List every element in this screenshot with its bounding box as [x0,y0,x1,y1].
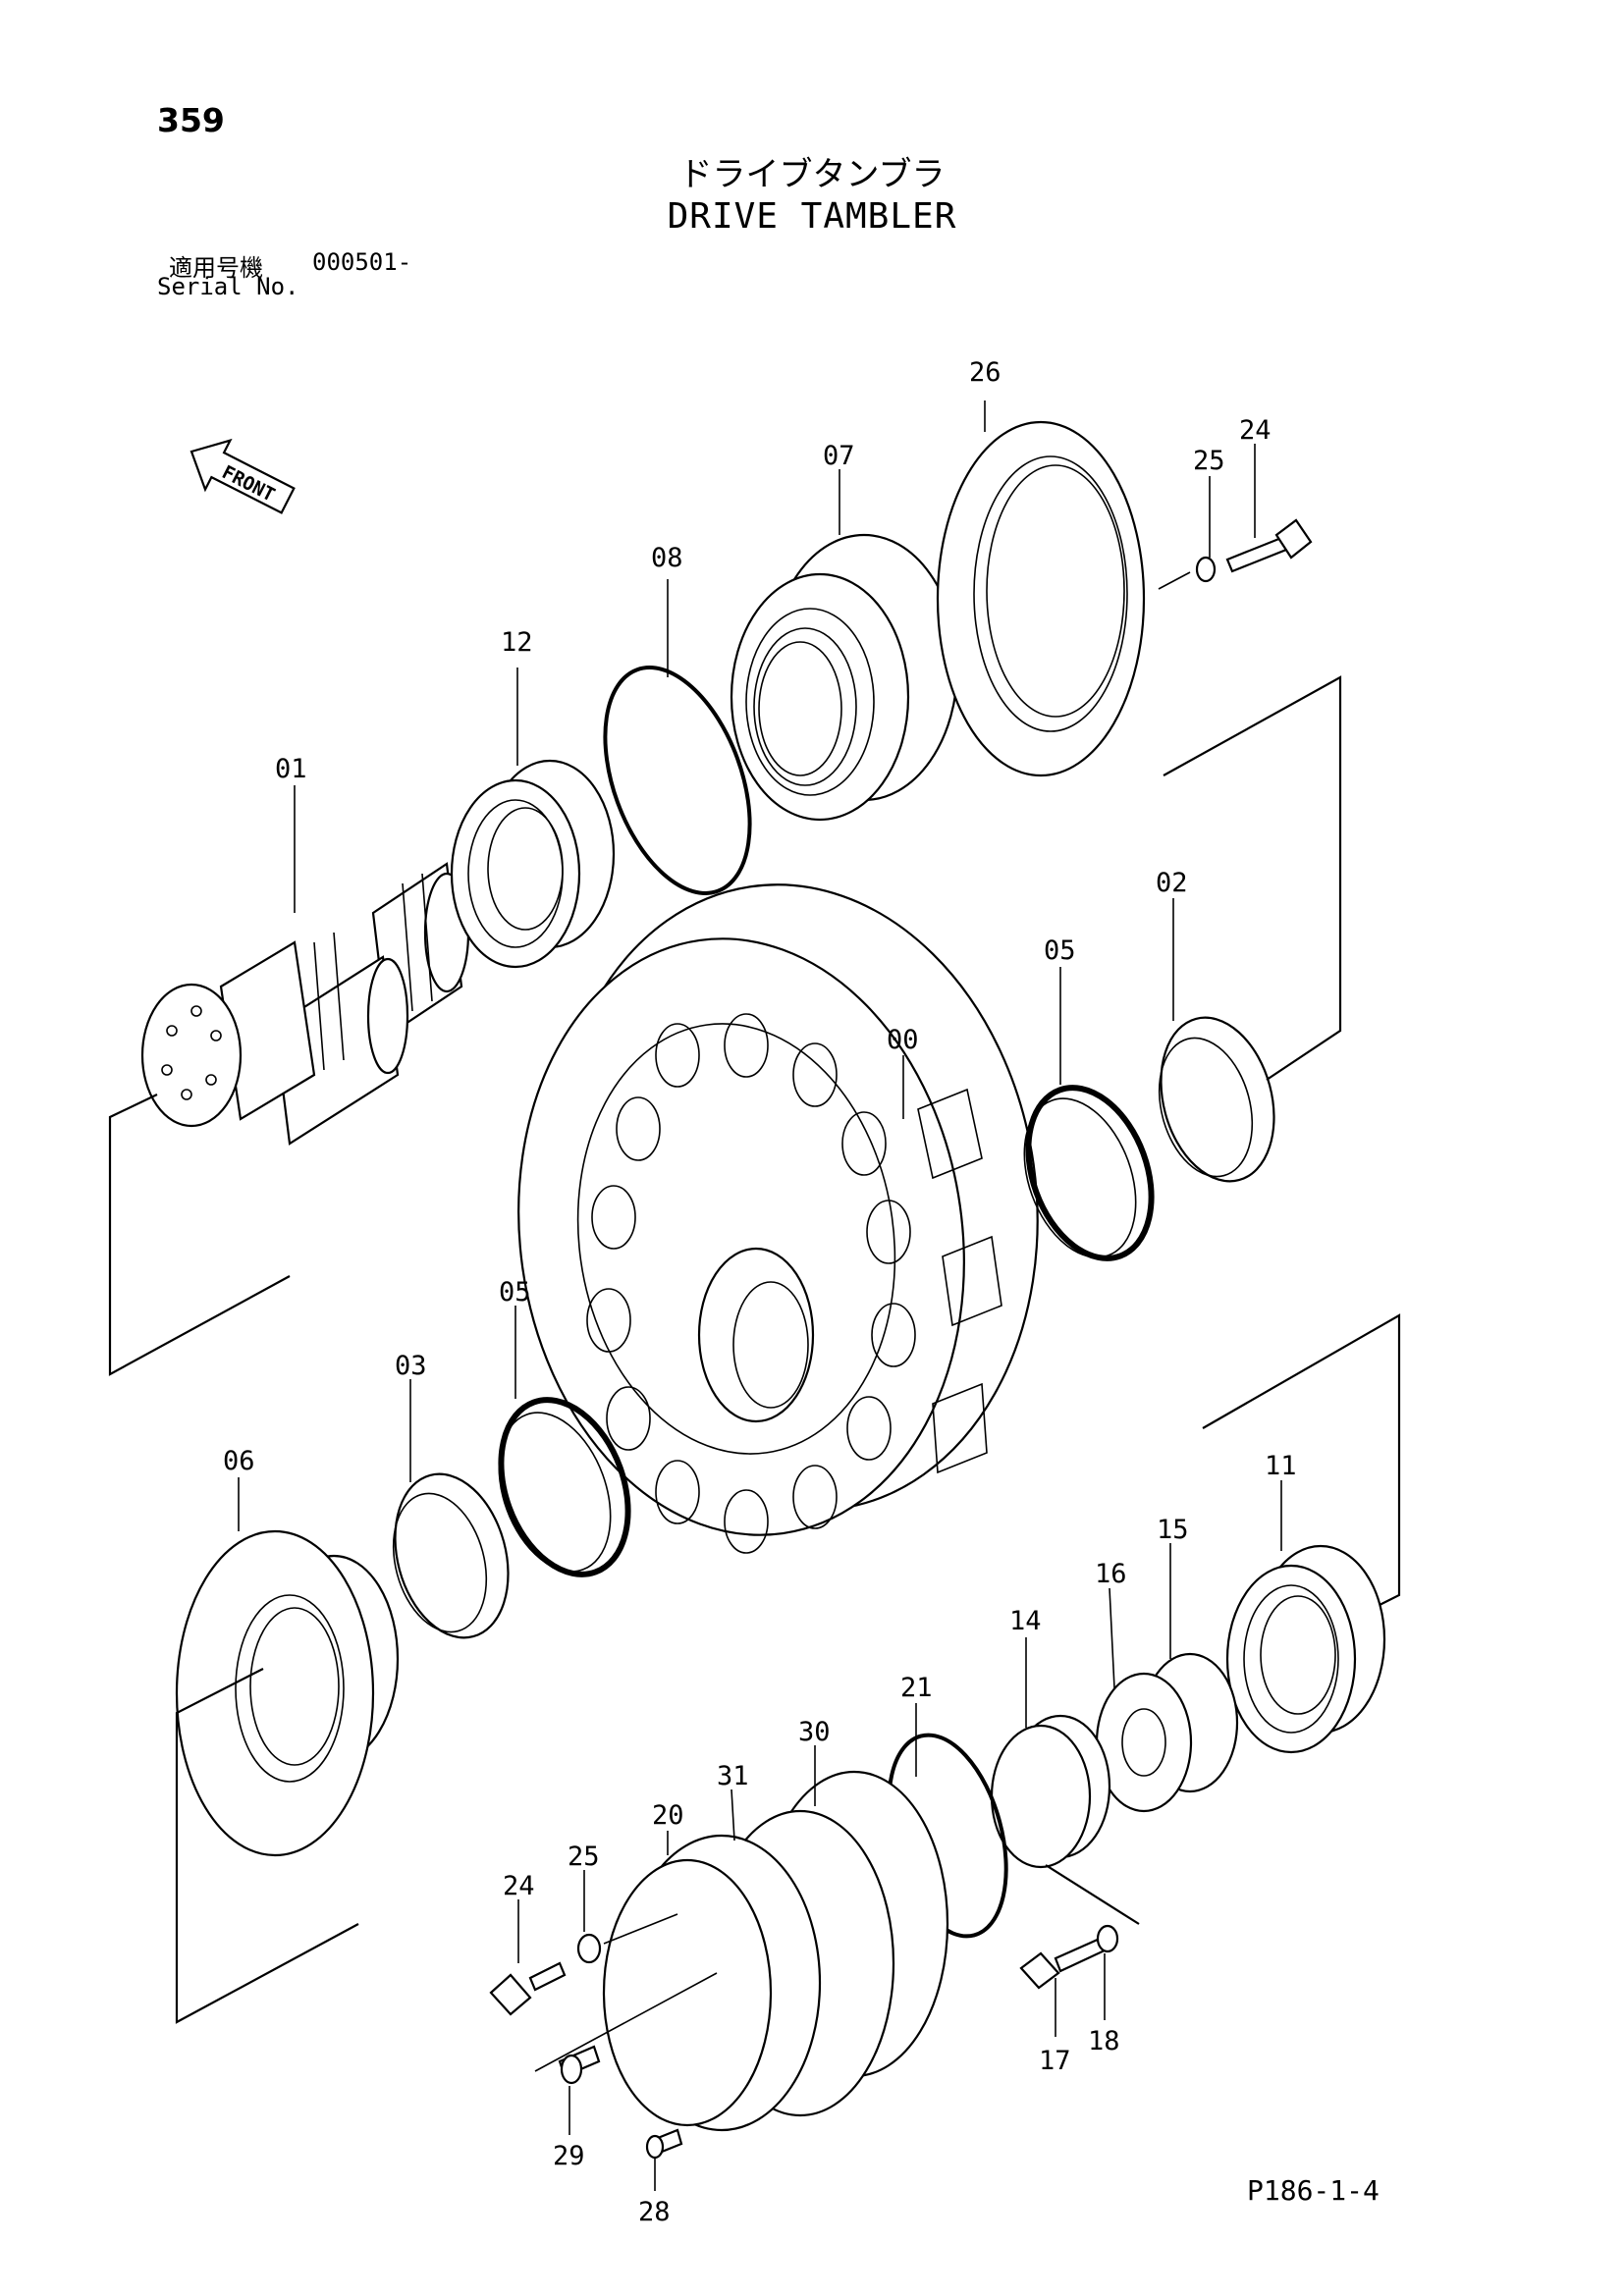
part-label-15: 15 [1157,1515,1189,1545]
part-label-05-left: 05 [499,1277,531,1308]
part-24-bolt-bottom [489,1961,567,2016]
part-07-hub [730,533,959,822]
part-label-28: 28 [638,2197,671,2227]
part-label-25-bottom: 25 [568,1842,600,1872]
part-label-16: 16 [1095,1559,1127,1589]
part-label-03: 03 [395,1351,427,1381]
part-29-plug [558,2045,601,2085]
part-label-02: 02 [1156,868,1188,898]
part-11-bearing [1225,1544,1386,1754]
part-05-floating-seal-right [1023,1085,1155,1261]
part-label-12: 12 [501,627,533,658]
part-label-01: 01 [275,754,307,784]
part-08-o-ring [603,666,752,895]
part-26-flange-ring [936,420,1146,777]
part-label-17: 17 [1039,2046,1071,2076]
part-25-washer-top [1195,556,1217,583]
part-18-washer [1096,1924,1119,1953]
part-label-26: 26 [969,357,1001,388]
page-reference: P186-1-4 [1247,2174,1380,2207]
part-24-bolt-top [1225,518,1313,573]
part-14-cover-plate [990,1714,1111,1869]
part-label-24-bottom: 24 [503,1871,535,1901]
part-25-washer-bottom [576,1933,602,1964]
part-01-shaft [140,862,470,1146]
part-label-30: 30 [798,1717,831,1747]
serial-label-english: Serial No. [157,273,299,300]
part-label-07: 07 [823,441,855,471]
part-label-31: 31 [717,1761,749,1791]
title-japanese: ドライブタンブラ [678,155,946,194]
part-label-14: 14 [1009,1606,1042,1636]
part-03-seal-ring [392,1472,510,1639]
part-label-29: 29 [553,2141,585,2171]
part-05-floating-seal-left [498,1397,631,1577]
part-labels: 01 12 08 07 26 25 24 02 05 00 05 03 06 1… [223,357,1297,2227]
part-label-08: 08 [651,543,683,573]
part-label-21: 21 [900,1673,933,1703]
part-label-25-top: 25 [1193,446,1225,476]
part-label-05-right: 05 [1044,935,1076,966]
part-20-sprocket-ring [602,1834,822,2132]
part-label-11: 11 [1265,1451,1297,1481]
part-label-24-top: 24 [1239,415,1272,446]
page-number: 359 [157,101,225,139]
part-label-20: 20 [652,1800,684,1831]
part-06-flanged-hub [175,1529,400,1857]
part-00-sprocket-drum [517,883,1039,1554]
part-17-bolt [1019,1937,1107,1990]
part-02-seal-ring [1158,1016,1275,1183]
part-28-plug [645,2128,683,2160]
serial-label-japanese: 適用号機 [169,254,263,282]
part-label-00: 00 [887,1025,919,1055]
part-12-bearing [450,759,616,969]
part-16-shim-plate [1095,1672,1193,1813]
part-label-18: 18 [1088,2026,1120,2056]
title-english: DRIVE TAMBLER [667,196,957,237]
leader-lines [238,400,1282,2191]
front-arrow-icon: FRONT [189,438,296,514]
part-label-06: 06 [223,1446,255,1476]
assembly-guide-lines [108,571,1401,2072]
serial-number-value: 000501- [312,248,412,276]
